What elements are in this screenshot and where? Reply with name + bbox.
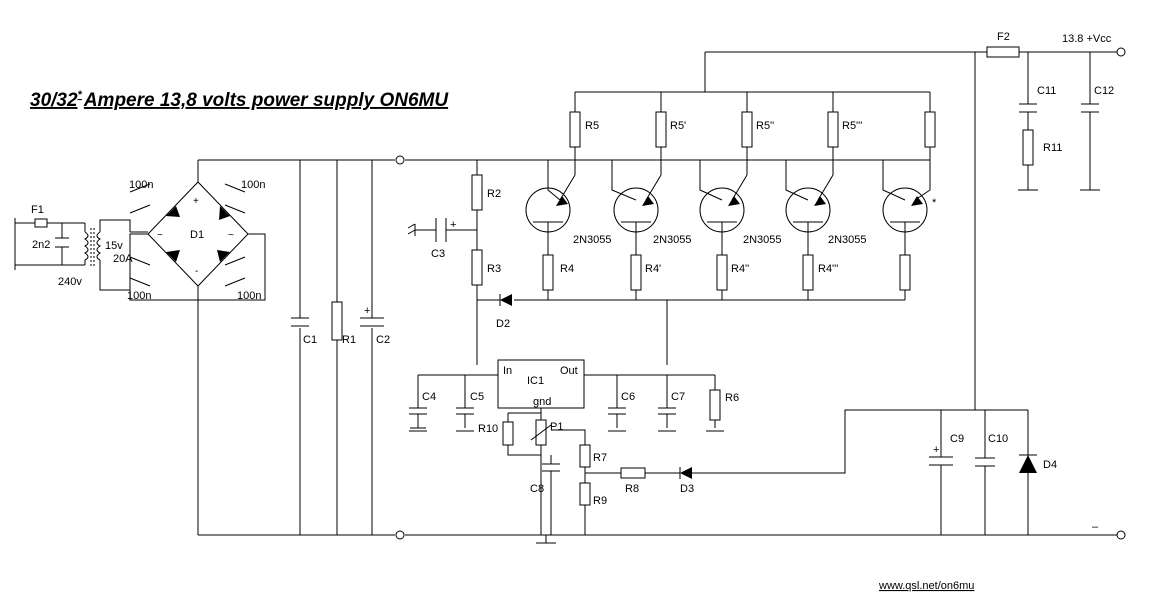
svg-text:R5''': R5''': [842, 120, 862, 132]
fuse-f2: [986, 46, 1020, 58]
svg-text:D1: D1: [190, 229, 204, 241]
svg-text:R5': R5': [670, 120, 686, 132]
svg-text:C9: C9: [950, 433, 964, 445]
svg-text:D4: D4: [1043, 459, 1057, 471]
svg-text:In: In: [503, 365, 512, 377]
svg-text:R8: R8: [625, 483, 639, 495]
svg-text:R9: R9: [593, 495, 607, 507]
svg-text:-: -: [195, 266, 198, 277]
svg-text:+: +: [193, 196, 199, 207]
svg-text:C8: C8: [530, 483, 544, 495]
svg-text:R7: R7: [593, 452, 607, 464]
bridge-rectifier-d1: 100n 100n 100n 100n D1 + - ~ ~: [127, 160, 266, 535]
svg-text:Out: Out: [560, 365, 578, 377]
svg-text:–: –: [1092, 521, 1099, 533]
svg-text:15v: 15v: [105, 240, 123, 252]
svg-text:20A: 20A: [113, 253, 133, 265]
vcc-terminal: [1116, 47, 1126, 57]
svg-text:*: *: [932, 197, 937, 209]
svg-text:IC1: IC1: [527, 375, 544, 387]
svg-text:R4''': R4''': [818, 263, 838, 275]
svg-text:R6: R6: [725, 392, 739, 404]
filter-bank: C1 R1 + C2: [291, 160, 390, 535]
rails: – 13.8 +Vcc F2: [198, 31, 1126, 540]
svg-text:2n2: 2n2: [32, 239, 50, 251]
svg-text:C2: C2: [376, 334, 390, 346]
svg-text:C6: C6: [621, 391, 635, 403]
svg-text:R10: R10: [478, 423, 498, 435]
regulator-ic1: In Out IC1 gnd C4 C5 C6 C7 R6 R10 P1 C8: [409, 359, 1028, 544]
svg-text:+: +: [933, 444, 939, 456]
svg-text:P1: P1: [550, 421, 563, 433]
svg-text:C10: C10: [988, 433, 1008, 445]
svg-text:100n: 100n: [241, 179, 265, 191]
svg-text:+: +: [364, 305, 370, 317]
svg-text:R4'': R4'': [731, 263, 749, 275]
svg-text:100n: 100n: [127, 290, 151, 302]
svg-text:100n: 100n: [129, 179, 153, 191]
title: 30/32*Ampere 13,8 volts power supply ON6…: [30, 89, 449, 111]
svg-text:C1: C1: [303, 334, 317, 346]
svg-text:R5'': R5'': [756, 120, 774, 132]
svg-text:2N3055: 2N3055: [653, 234, 692, 246]
svg-text:+: +: [450, 219, 456, 231]
svg-text:gnd: gnd: [533, 396, 551, 408]
svg-text:~: ~: [157, 230, 163, 241]
svg-text:C12: C12: [1094, 85, 1114, 97]
svg-text:R3: R3: [487, 263, 501, 275]
svg-text:13.8 +Vcc: 13.8 +Vcc: [1062, 33, 1112, 45]
svg-text:~: ~: [228, 230, 234, 241]
capacitor-2n2: [55, 237, 69, 248]
svg-text:100n: 100n: [237, 290, 261, 302]
mains-input: F1 2n2 240v 15v 20A: [14, 204, 133, 291]
svg-text:C3: C3: [431, 248, 445, 260]
svg-text:R1: R1: [342, 334, 356, 346]
svg-text:D3: D3: [680, 483, 694, 495]
svg-text:R4: R4: [560, 263, 574, 275]
svg-text:C5: C5: [470, 391, 484, 403]
svg-text:2N3055: 2N3055: [573, 234, 612, 246]
output-filter: + C9 C10 D4 C11 R11 C12: [929, 52, 1114, 535]
svg-text:R11: R11: [1043, 142, 1062, 154]
svg-text:R5: R5: [585, 120, 599, 132]
svg-text:2N3055: 2N3055: [743, 234, 782, 246]
svg-text:R2: R2: [487, 188, 501, 200]
svg-text:D2: D2: [496, 318, 510, 330]
pass-transistors: R5 R5' R5'' R5''' R4 R4' R4'' R4''' 2N30…: [477, 92, 937, 365]
svg-text:F2: F2: [997, 31, 1010, 43]
svg-text:C7: C7: [671, 391, 685, 403]
svg-text:C11: C11: [1037, 85, 1056, 97]
svg-text:240v: 240v: [58, 276, 82, 288]
website-url: www.qsl.net/on6mu: [878, 580, 974, 592]
minus-terminal: [1116, 530, 1126, 540]
svg-text:F1: F1: [31, 204, 44, 216]
svg-text:C4: C4: [422, 391, 436, 403]
fuse-f1: [34, 218, 48, 228]
svg-text:2N3055: 2N3055: [828, 234, 867, 246]
svg-text:R4': R4': [645, 263, 661, 275]
bias-divider: R2 R3 + C3: [407, 160, 501, 365]
